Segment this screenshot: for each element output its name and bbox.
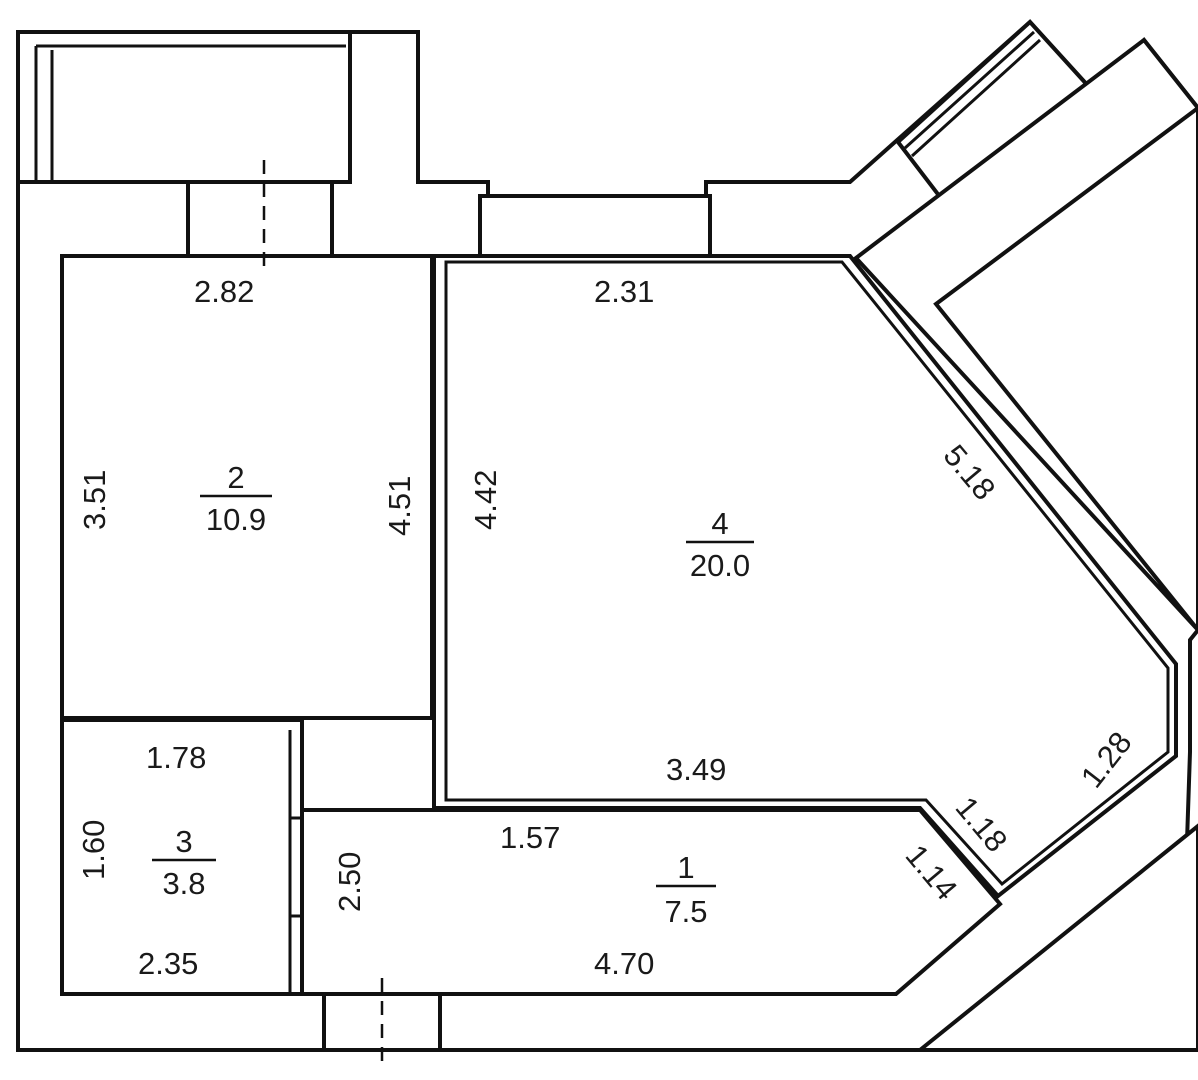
room-number-2: 2 [227, 460, 244, 495]
room-label-2: 2 10.9 [200, 460, 272, 537]
balcony-left [16, 30, 352, 184]
dim-room1-wall: 2.50 [332, 852, 367, 912]
room-label-3: 3 3.8 [152, 824, 216, 901]
dim-room3-left: 1.60 [76, 820, 111, 880]
dim-room1-bottom: 4.70 [594, 946, 654, 981]
room-number-3: 3 [175, 824, 192, 859]
dim-room4-left: 4.42 [468, 470, 503, 530]
room-number-4: 4 [711, 506, 728, 541]
dim-room2-left: 3.51 [77, 470, 112, 530]
room-label-1: 1 7.5 [656, 850, 716, 929]
room-area-2: 10.9 [206, 502, 266, 537]
room-1 [300, 808, 1003, 1062]
dim-room2-right: 4.51 [382, 476, 417, 536]
right-wall-blocks [853, 37, 1198, 1052]
room-area-1: 7.5 [664, 894, 707, 929]
room-label-4: 4 20.0 [686, 506, 754, 583]
room-4 [432, 194, 1178, 899]
room-area-3: 3.8 [162, 866, 205, 901]
dim-room4-bottom: 3.49 [666, 752, 726, 787]
room-number-1: 1 [677, 850, 694, 885]
dim-room3-bottom: 2.35 [138, 946, 198, 981]
dim-room1-top: 1.57 [500, 820, 560, 855]
dim-room4-top: 2.31 [594, 274, 654, 309]
dim-room2-top: 2.82 [194, 274, 254, 309]
room-area-4: 20.0 [690, 548, 750, 583]
dim-room3-top: 1.78 [146, 740, 206, 775]
